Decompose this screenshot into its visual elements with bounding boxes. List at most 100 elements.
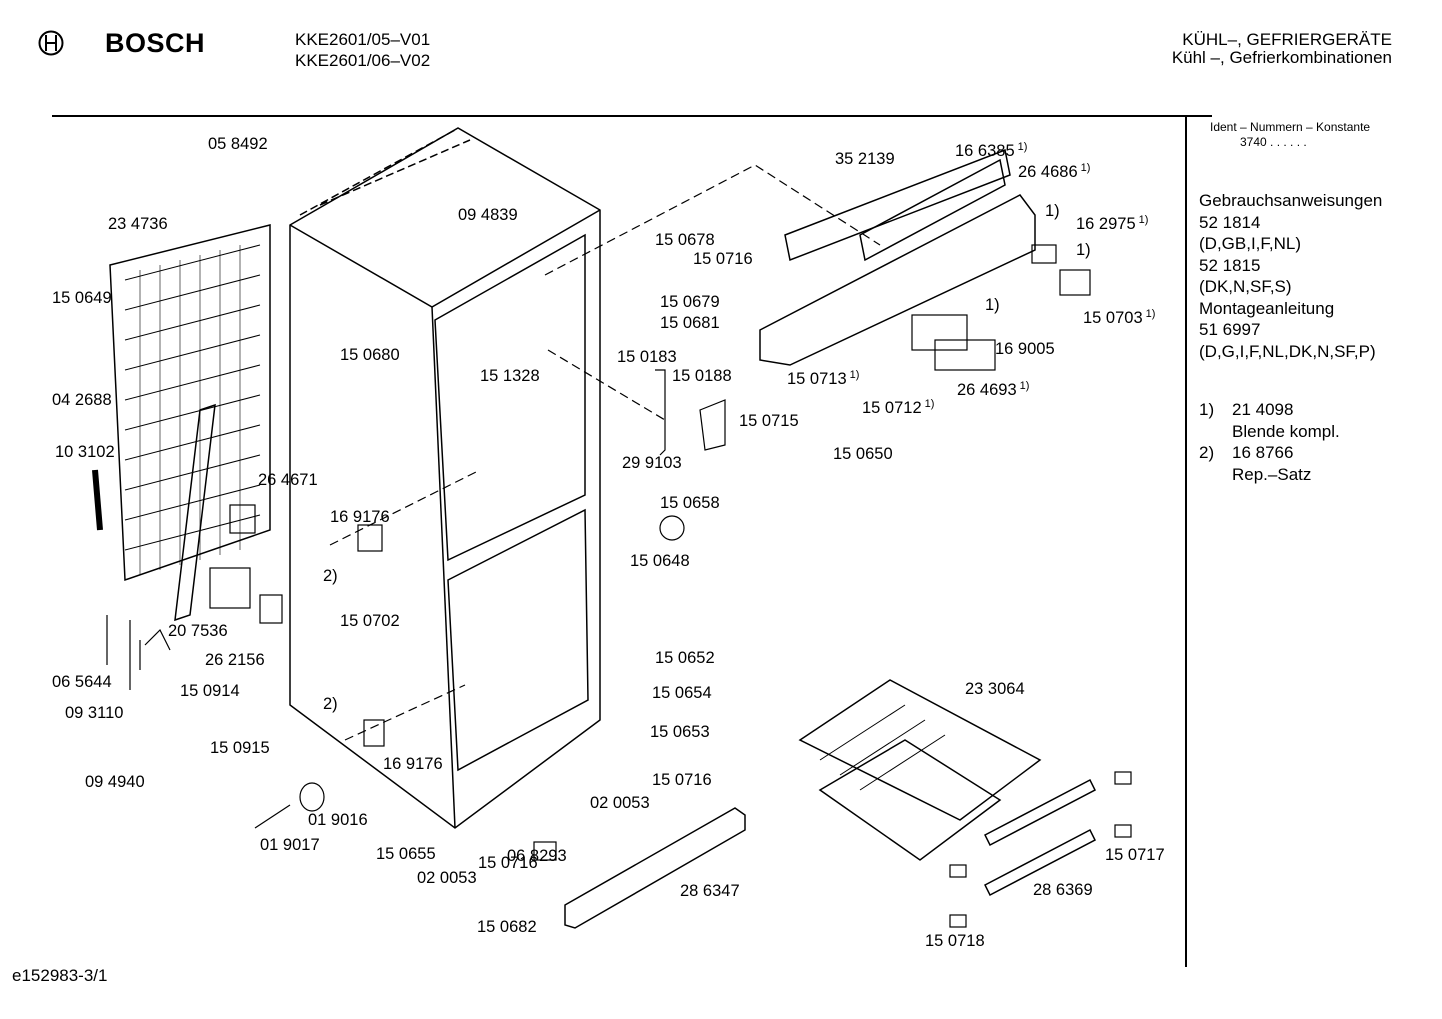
part-callout: 15 0188 bbox=[672, 367, 732, 386]
part-number: 15 0682 bbox=[477, 918, 537, 936]
note-desc: Blende kompl. bbox=[1232, 421, 1340, 441]
part-callout: 15 0914 bbox=[180, 682, 240, 701]
part-number: 26 4693 bbox=[957, 381, 1017, 399]
part-callout: 05 8492 bbox=[208, 135, 268, 154]
cover-286347 bbox=[564, 807, 746, 929]
part-number: 15 0183 bbox=[617, 348, 677, 366]
part-number: 15 0654 bbox=[652, 684, 712, 702]
part-number: 15 0716 bbox=[693, 250, 753, 268]
part-callout: 15 0654 bbox=[652, 684, 712, 703]
part-number: 04 2688 bbox=[52, 391, 112, 409]
part-number: 15 0658 bbox=[660, 494, 720, 512]
note-mark: 2) bbox=[1199, 443, 1215, 462]
notes-list: 1)21 4098 Blende kompl. 2)16 8766 Rep.–S… bbox=[1199, 399, 1340, 485]
part-number: 15 0715 bbox=[739, 412, 799, 430]
part-number: 20 7536 bbox=[168, 622, 228, 640]
part-callout: 15 0716 bbox=[652, 771, 712, 790]
part-callout: 28 6369 bbox=[1033, 881, 1093, 900]
brand-name: BOSCH bbox=[105, 28, 206, 58]
cabinet-body bbox=[289, 127, 601, 829]
model-number: KKE2601/06–V02 bbox=[295, 51, 431, 70]
bar-286369 bbox=[984, 778, 1096, 897]
part-number: 15 0681 bbox=[660, 314, 720, 332]
part-number: 15 0915 bbox=[210, 739, 270, 757]
doc-line: 52 1815 bbox=[1199, 255, 1261, 275]
part-callout: 2) bbox=[323, 695, 338, 714]
note-number: 16 8766 bbox=[1232, 443, 1294, 462]
part-number: 15 0717 bbox=[1105, 846, 1165, 864]
bosch-logo-icon bbox=[38, 30, 64, 56]
part-callout: 15 0702 bbox=[340, 612, 400, 631]
part-callout: 02 0053 bbox=[590, 794, 650, 813]
part-number: 06 8293 bbox=[507, 847, 567, 865]
part-number: 2) bbox=[323, 567, 338, 585]
part-number: 09 4940 bbox=[85, 773, 145, 791]
part-callout: 15 0716 bbox=[478, 854, 538, 873]
part-callout: 20 7536 bbox=[168, 622, 228, 641]
shelf-rack bbox=[798, 679, 1042, 861]
part-number: 15 0649 bbox=[52, 289, 112, 307]
part-number: 29 9103 bbox=[622, 454, 682, 472]
part-callout: 16 9005 bbox=[995, 340, 1055, 359]
part-callout: 15 1328 bbox=[480, 367, 540, 386]
part-callout: 15 0718 bbox=[925, 932, 985, 951]
model-number: KKE2601/05–V01 bbox=[295, 30, 431, 49]
part-number: 26 2156 bbox=[205, 651, 265, 669]
drawing-id: e152983-3/1 bbox=[12, 966, 108, 985]
part-callout: 15 0915 bbox=[210, 739, 270, 758]
doc-line: (D,G,I,F,NL,DK,N,SF,P) bbox=[1199, 341, 1376, 361]
part-callout: 15 0679 bbox=[660, 293, 720, 312]
part-callout: 15 0648 bbox=[630, 552, 690, 571]
part-callout: 16 9176 bbox=[330, 508, 390, 527]
part-number: 15 0679 bbox=[660, 293, 720, 311]
part-number: 06 5644 bbox=[52, 673, 112, 691]
footnote-mark: 1) bbox=[924, 398, 935, 410]
side-divider bbox=[1185, 117, 1187, 967]
doc-line: (D,GB,I,F,NL) bbox=[1199, 234, 1302, 253]
part-callout: 10 3102 bbox=[55, 443, 115, 462]
part-callout: 15 0716 bbox=[693, 250, 753, 269]
part-callout: 09 4839 bbox=[458, 206, 518, 225]
part-number: 15 0188 bbox=[672, 367, 732, 385]
part-callout: 15 0649 bbox=[52, 289, 112, 308]
part-callout: 09 3110 bbox=[65, 704, 123, 723]
part-callout: 06 8293 bbox=[507, 847, 567, 866]
part-number: 09 3110 bbox=[65, 704, 124, 722]
part-callout: 06 5644 bbox=[52, 673, 112, 692]
part-number: 26 4671 bbox=[258, 471, 318, 489]
part-number: 28 6347 bbox=[680, 882, 740, 900]
part-callout: 04 2688 bbox=[52, 391, 112, 410]
part-callout: 01 9016 bbox=[308, 811, 368, 830]
part-number: 09 4839 bbox=[458, 206, 518, 224]
part-number: 1) bbox=[985, 296, 1000, 314]
doc-line: Gebrauchsanweisungen bbox=[1199, 191, 1383, 210]
doc-line: Montageanleitung bbox=[1199, 298, 1335, 318]
footnote-mark: 1) bbox=[1080, 162, 1091, 174]
tube-207536 bbox=[174, 403, 216, 622]
doc-line: (DK,N,SF,S) bbox=[1199, 277, 1292, 296]
part-number: 15 0648 bbox=[630, 552, 690, 570]
part-number: 15 1328 bbox=[480, 367, 540, 385]
part-callout: 15 0678 bbox=[655, 231, 715, 250]
part-number: 01 9016 bbox=[308, 811, 368, 829]
footnote-mark: 1) bbox=[1138, 214, 1149, 226]
part-callout: 23 3064 bbox=[965, 680, 1025, 699]
part-callout: 15 0652 bbox=[655, 649, 715, 668]
doc-line: 52 1814 bbox=[1199, 212, 1261, 232]
part-number: 26 4686 bbox=[1018, 163, 1078, 181]
part-number: 16 9176 bbox=[383, 755, 443, 773]
part-number: 15 0716 bbox=[478, 854, 538, 872]
category-title: KÜHL–, GEFRIERGERÄTE bbox=[1182, 30, 1392, 49]
part-number: 16 2975 bbox=[1076, 215, 1136, 233]
part-number: 15 0652 bbox=[655, 649, 715, 667]
part-callout: 15 0717 bbox=[1105, 846, 1165, 865]
ident-title: Ident – Nummern – Konstante bbox=[1210, 120, 1371, 134]
part-number: 15 0713 bbox=[787, 370, 847, 388]
footnote-mark: 1) bbox=[1145, 308, 1156, 320]
condenser-coil bbox=[109, 224, 271, 582]
documents-list: Gebrauchsanweisungen 52 1814 (D,GB,I,F,N… bbox=[1199, 190, 1382, 362]
part-callout: 15 0681 bbox=[660, 314, 720, 333]
